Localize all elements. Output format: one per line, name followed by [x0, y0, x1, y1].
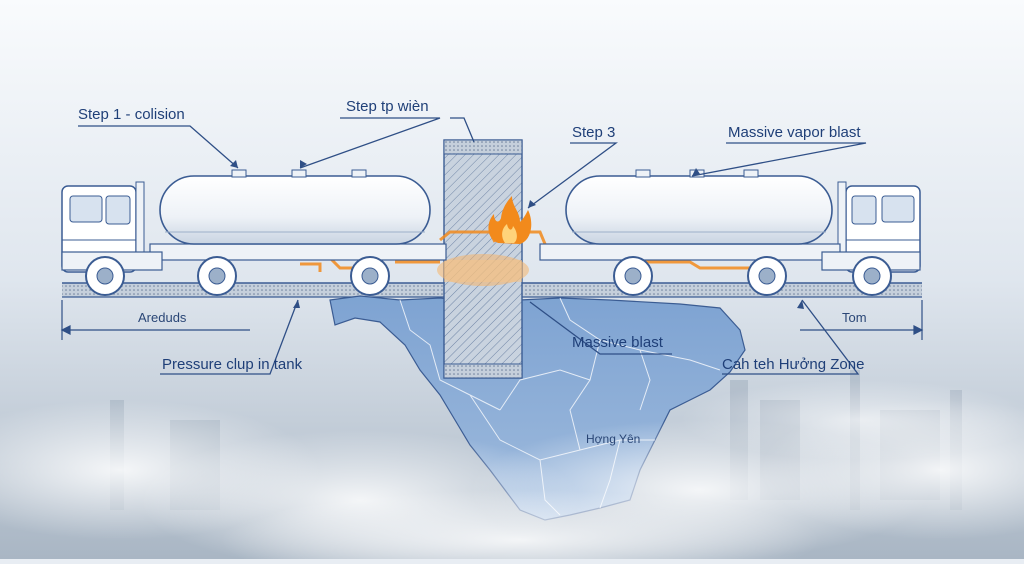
label-pressure-build: Pressure clup in tank	[162, 356, 303, 373]
label-step3: Step 3	[572, 124, 616, 141]
label-areduds: Areduds	[138, 310, 187, 325]
label-massive-vapor-blast: Massive vapor blast	[728, 124, 861, 141]
label-step2: Step tp wièn	[346, 98, 429, 115]
blast-column	[437, 139, 529, 379]
leader-arrowheads	[230, 160, 804, 309]
fog-clouds	[0, 380, 1024, 564]
map-city-label: Hợng Yên	[586, 432, 641, 446]
leader-lines	[78, 117, 867, 375]
label-step1: Step 1 - colision	[78, 106, 185, 123]
label-tom: Tom	[842, 310, 867, 325]
label-impact-zone: Cah teh Hưởng Zone	[722, 356, 865, 373]
left-tanker-truck	[61, 169, 447, 296]
label-massive-blast: Massive blast	[572, 334, 663, 351]
right-tanker-truck	[539, 169, 921, 296]
dimension-lines	[60, 300, 924, 340]
